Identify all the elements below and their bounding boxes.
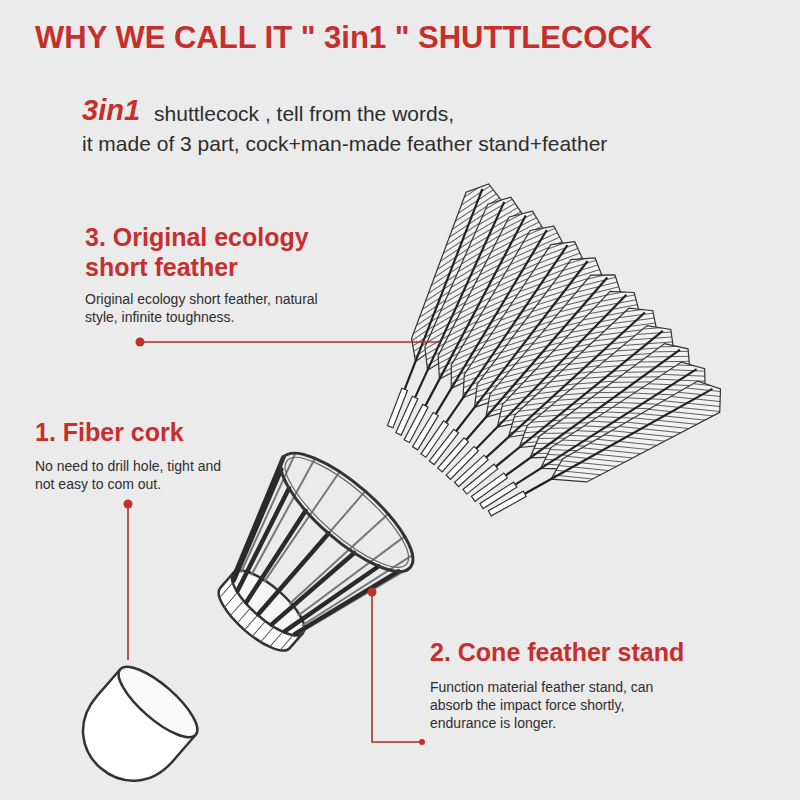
collar-segment xyxy=(252,621,265,636)
callout-body: Function material feather stand, can abs… xyxy=(430,678,680,733)
subtitle-emphasis: 3in1 xyxy=(82,94,140,127)
subtitle-text: shuttlecock , tell from the words, xyxy=(154,102,454,126)
leader-lines xyxy=(124,338,441,746)
callout-body: No need to drill hole, tight and not eas… xyxy=(35,457,235,493)
leader-line xyxy=(127,504,129,660)
feather xyxy=(483,373,730,534)
feather-vane xyxy=(544,373,730,500)
stand-rib xyxy=(303,531,413,650)
collar-segment xyxy=(270,632,283,647)
collar-segment xyxy=(280,635,293,650)
title-text: WHY WE CALL IT " 3in1 " SHUTTLECOCK xyxy=(35,20,652,56)
callout-heading: 1. Fiber cork xyxy=(35,418,184,447)
stand-rim xyxy=(265,436,429,588)
leader-dot xyxy=(124,500,133,509)
callout-heading: 3. Original ecology short feather xyxy=(85,222,355,282)
stand-rib xyxy=(272,543,354,635)
leader-dot xyxy=(368,588,377,597)
fiber-cork xyxy=(63,656,207,800)
callout-body: Original ecology short feather, natural … xyxy=(85,290,325,326)
stand-rib xyxy=(206,470,309,581)
leader-dot xyxy=(136,338,145,347)
cork-top-face xyxy=(109,656,207,747)
quill-base xyxy=(429,429,458,464)
subtitle-text: it made of 3 part, cock+man-made feather… xyxy=(82,132,607,156)
collar-segment xyxy=(220,583,233,598)
quill-base xyxy=(488,491,526,516)
collar-segment xyxy=(237,608,250,623)
collar-segment xyxy=(261,627,274,642)
stand-rib xyxy=(258,533,328,614)
collar-segment xyxy=(230,601,243,616)
callout-heading: 2. Cone feather stand xyxy=(430,638,684,667)
quill-base xyxy=(438,438,469,472)
leader-dot xyxy=(419,739,425,745)
collar-segment xyxy=(245,615,258,630)
collar-segment xyxy=(224,592,237,607)
stand-rib xyxy=(235,511,317,603)
leader-line xyxy=(372,592,422,742)
leader-line xyxy=(140,341,440,343)
stand-rim-inner xyxy=(271,442,422,582)
